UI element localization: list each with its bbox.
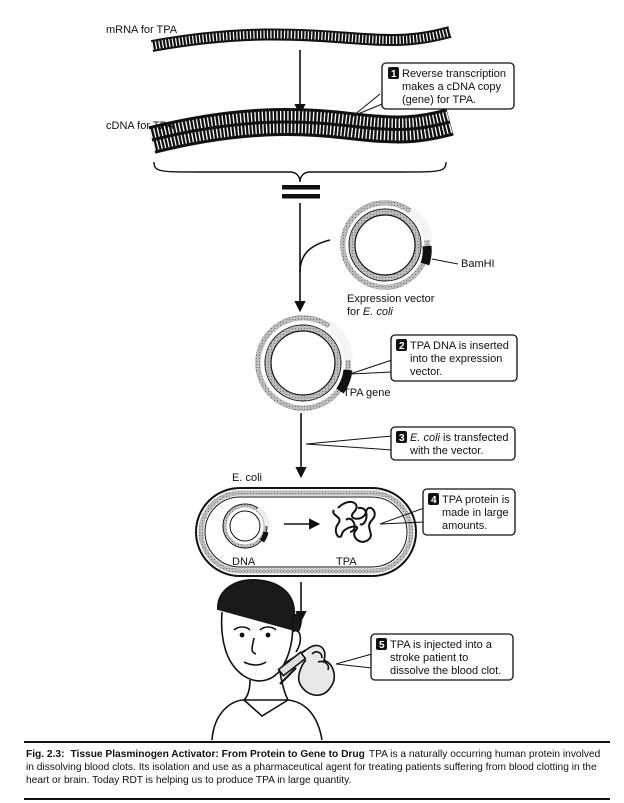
cut-bar-top — [282, 185, 320, 190]
vector-label-line1: Expression vector — [347, 293, 435, 305]
step-5-number: 5 — [379, 640, 385, 651]
caption-rule-top — [24, 741, 610, 743]
figure-caption: Fig. 2.3: Tissue Plasminogen Activator: F… — [26, 748, 606, 788]
cdna-label: cDNA for TPA — [106, 120, 174, 132]
step-1-number: 1 — [391, 69, 397, 80]
bamhi-label: BamHI — [461, 258, 495, 270]
step-3-number: 3 — [399, 433, 405, 444]
bamhi-pointer — [431, 258, 459, 265]
step-4-line-2: made in large — [442, 507, 509, 519]
cdna-brace — [153, 161, 447, 183]
step-1-line-2: makes a cDNA copy — [402, 81, 502, 93]
tpa-gene-label: TPA gene — [343, 387, 391, 399]
ecoli-cell — [195, 487, 417, 577]
patient-illustration — [211, 579, 336, 741]
tpa-label: TPA — [336, 556, 357, 568]
expression-vector-plasmid — [340, 200, 433, 290]
step-3-line-2: with the vector. — [409, 445, 483, 457]
step-1-callout: 1 Reverse transcription makes a cDNA cop… — [352, 62, 515, 117]
cut-bar-bottom — [282, 194, 320, 199]
figure-title: Tissue Plasminogen Activator: From Prote… — [70, 749, 365, 760]
step-4-callout: 4 TPA protein is made in large amounts. — [379, 488, 516, 536]
step-1-line-1: Reverse transcription — [402, 68, 506, 80]
mrna-label: mRNA for TPA — [106, 24, 178, 36]
dna-label: DNA — [232, 556, 256, 568]
step-1-line-3: (gene) for TPA. — [402, 94, 476, 106]
step-4-number: 4 — [431, 495, 437, 506]
ecoli-label: E. coli — [232, 472, 262, 484]
step-2-callout: 2 TPA DNA is inserted into the expressio… — [349, 334, 518, 382]
step-5-callout: 5 TPA is injected into a stroke patient … — [335, 633, 514, 681]
vector-merge-line — [299, 239, 331, 273]
step-3-callout: 3 E. coli is transfected with the vector… — [305, 426, 516, 461]
caption-rule-bottom — [24, 798, 610, 800]
recombinant-plasmid — [255, 315, 354, 411]
step-2-line-2: into the expression — [410, 353, 502, 365]
step-2-line-3: vector. — [410, 366, 442, 378]
step-2-line-1: TPA DNA is inserted — [410, 340, 509, 352]
tpa-protein-squiggle — [332, 500, 376, 543]
step-4-line-3: amounts. — [442, 520, 487, 532]
mrna-strand — [150, 26, 452, 52]
step-5-line-3: dissolve the blood clot. — [390, 665, 501, 677]
step-4-line-1: TPA protein is — [442, 494, 510, 506]
cdna-strand — [148, 108, 454, 154]
step-5-line-2: stroke patient to — [390, 652, 468, 664]
step-2-number: 2 — [399, 341, 405, 352]
step-3-line-1: E. coli is transfected — [410, 432, 508, 444]
figure-number: Fig. 2.3: — [26, 749, 65, 760]
vector-label-line2: for E. coli — [347, 306, 393, 318]
figure-caption-body: TPA is a naturally occurring human prote… — [26, 749, 601, 787]
ecoli-plasmid — [222, 503, 270, 549]
step-5-line-1: TPA is injected into a — [390, 639, 493, 651]
